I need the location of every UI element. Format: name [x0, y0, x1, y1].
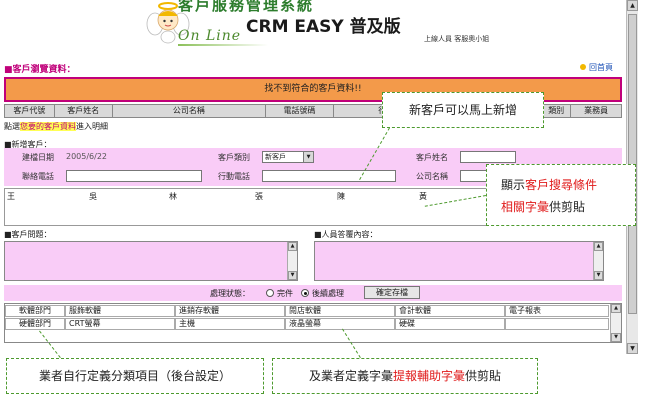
- back-home-link[interactable]: 回首頁: [580, 62, 613, 73]
- scroll-up-arrow-icon[interactable]: ▲: [611, 304, 621, 313]
- status-done-label: 完件: [277, 289, 293, 298]
- customer-type-label: 客戶類別: [218, 153, 250, 162]
- hint-highlight: 您要的客戶資料: [20, 122, 76, 131]
- textarea-scrollbar[interactable]: ▲▼: [287, 242, 297, 280]
- customer-name-input[interactable]: [460, 151, 516, 163]
- logo-underline: [178, 44, 268, 46]
- col-header[interactable]: 客戶姓名: [55, 105, 113, 117]
- hint-prefix: 點選: [4, 122, 20, 131]
- process-status-bar: 處理狀態： 完件 後續處理 確定存檔: [4, 285, 622, 301]
- textarea-scrollbar[interactable]: ▲▼: [593, 242, 603, 280]
- process-status-label: 處理狀態：: [210, 289, 250, 298]
- new-customer-title: ■新增客戶：: [4, 140, 52, 149]
- mobile-phone-input[interactable]: [262, 170, 396, 182]
- bullet-icon: [580, 64, 586, 70]
- callout-highlight: 客戶搜尋條件: [525, 178, 598, 192]
- callout-category-setting: 業者自行定義分類項目（後台設定）: [6, 358, 264, 394]
- callout-highlight: 提報輔助字彙: [392, 369, 465, 383]
- category-cell[interactable]: 進銷存軟體: [175, 305, 285, 317]
- contact-phone-label: 聯絡電話: [22, 172, 54, 181]
- surname-word[interactable]: 林: [169, 192, 177, 201]
- system-title: 客戶服務管理系統: [178, 0, 315, 14]
- col-header[interactable]: 客戶代號: [5, 105, 55, 117]
- online-user-label: 上線人員 客服奧小姐: [424, 35, 490, 43]
- online-logo-text: On Line: [178, 28, 242, 44]
- scroll-up-arrow-icon[interactable]: ▲: [594, 242, 603, 251]
- customer-name-label: 客戶姓名: [416, 153, 448, 162]
- category-cell[interactable]: 電子報表: [505, 305, 609, 317]
- callout-text: 供剪貼: [465, 369, 502, 383]
- save-button[interactable]: 確定存檔: [364, 286, 420, 299]
- category-cell[interactable]: 軟體部門: [5, 305, 65, 317]
- scroll-down-arrow-icon[interactable]: ▼: [627, 343, 638, 354]
- table-row: 軟體部門 服飾軟體 進銷存軟體 閱店軟體 會計軟體 電子報表: [5, 305, 609, 317]
- select-hint: 點選您要的客戶資料進入明細: [4, 121, 108, 132]
- category-cell[interactable]: 硬體部門: [5, 318, 65, 330]
- callout-text: 供剪貼: [549, 200, 586, 214]
- category-cell[interactable]: CRT螢幕: [65, 318, 175, 330]
- table-row: 硬體部門 CRT螢幕 主機 液晶螢幕 硬碟: [5, 318, 609, 330]
- category-cell[interactable]: 液晶螢幕: [285, 318, 395, 330]
- surname-word[interactable]: 吳: [89, 192, 97, 201]
- customer-type-select[interactable]: 新客戶 ▼: [262, 151, 314, 163]
- callout-text: 顯示: [501, 178, 526, 192]
- staff-reply-textarea[interactable]: ▲▼: [314, 241, 604, 281]
- scroll-down-arrow-icon[interactable]: ▼: [611, 333, 621, 342]
- col-header[interactable]: 業務員: [584, 106, 609, 115]
- created-date-value: 2005/6/22: [66, 152, 108, 161]
- scroll-down-arrow-icon[interactable]: ▼: [288, 271, 297, 280]
- col-header[interactable]: 公司名稱: [113, 105, 267, 117]
- customer-issue-label: ■客戶問題：: [4, 230, 52, 239]
- back-home-label: 回首頁: [589, 63, 613, 72]
- status-followup-label: 後續處理: [312, 289, 344, 298]
- surname-word[interactable]: 王: [7, 192, 15, 201]
- customer-type-value: 新客戶: [265, 153, 286, 161]
- status-done-radio[interactable]: [266, 289, 274, 297]
- category-cell[interactable]: 會計軟體: [395, 305, 505, 317]
- callout-text: 及業者定義字彙: [308, 369, 393, 383]
- app-header: 客戶服務管理系統 CRM EASY 普及版 On Line 上線人員 客服奧小姐: [0, 0, 624, 52]
- category-cell[interactable]: 閱店軟體: [285, 305, 395, 317]
- col-header[interactable]: 類別: [440, 105, 572, 117]
- staff-reply-label: ■人員答覆內容：: [314, 230, 378, 239]
- callout-new-customer: 新客戶可以馬上新增: [382, 92, 544, 128]
- customer-issue-textarea[interactable]: ▲▼: [4, 241, 298, 281]
- section-title: ■客戶瀏覽資料：: [4, 65, 76, 75]
- product-title: CRM EASY 普及版: [246, 17, 401, 37]
- chevron-down-icon[interactable]: ▼: [303, 152, 313, 162]
- callout-search-words: 顯示客戶搜尋條件 相關字彙供剪貼: [486, 164, 636, 226]
- scroll-up-arrow-icon[interactable]: ▲: [627, 0, 638, 11]
- category-cell[interactable]: 服飾軟體: [65, 305, 175, 317]
- surname-word[interactable]: 黃: [419, 192, 427, 201]
- status-followup-radio[interactable]: [301, 289, 309, 297]
- category-cell[interactable]: [505, 318, 609, 330]
- created-date-label: 建檔日期: [22, 153, 54, 162]
- surname-word[interactable]: 陳: [337, 192, 345, 201]
- callout-highlight: 相關字彙: [501, 200, 550, 214]
- company-name-label: 公司名稱: [416, 172, 448, 181]
- hint-suffix: 進入明細: [76, 122, 108, 131]
- scroll-down-arrow-icon[interactable]: ▼: [594, 271, 603, 280]
- contact-phone-input[interactable]: [66, 170, 202, 182]
- category-word-table: 軟體部門 服飾軟體 進銷存軟體 閱店軟體 會計軟體 電子報表 硬體部門 CRT螢…: [4, 303, 622, 343]
- surname-word[interactable]: 張: [255, 192, 263, 201]
- scroll-up-arrow-icon[interactable]: ▲: [288, 242, 297, 251]
- callout-custom-words: 及業者定義字彙提報輔助字彙供剪貼: [272, 358, 538, 394]
- category-cell[interactable]: 主機: [175, 318, 285, 330]
- mobile-phone-label: 行動電話: [218, 172, 250, 181]
- category-cell[interactable]: 硬碟: [395, 318, 505, 330]
- table-scrollbar[interactable]: ▲▼: [610, 304, 621, 342]
- angel-logo-icon: [146, 2, 190, 44]
- col-header[interactable]: 電話號碼: [266, 105, 334, 117]
